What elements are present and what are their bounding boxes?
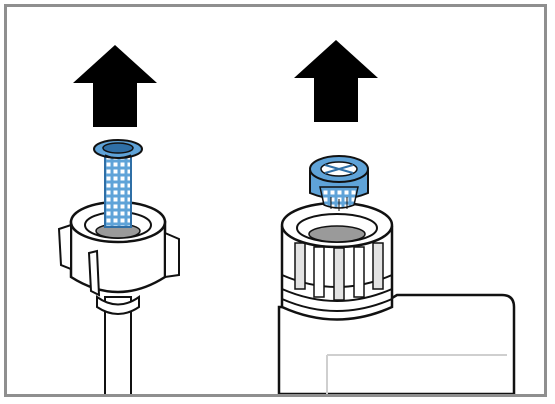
cap-filter	[309, 155, 369, 211]
valve-assembly	[277, 40, 516, 394]
mesh-filter	[93, 139, 143, 228]
illustration-canvas	[57, 40, 516, 394]
up-arrow-icon	[294, 40, 378, 122]
hose-assembly	[57, 45, 180, 394]
hose	[96, 295, 140, 394]
illustration-frame	[4, 4, 547, 397]
valve-connector	[280, 201, 394, 321]
up-arrow-icon	[73, 45, 157, 127]
